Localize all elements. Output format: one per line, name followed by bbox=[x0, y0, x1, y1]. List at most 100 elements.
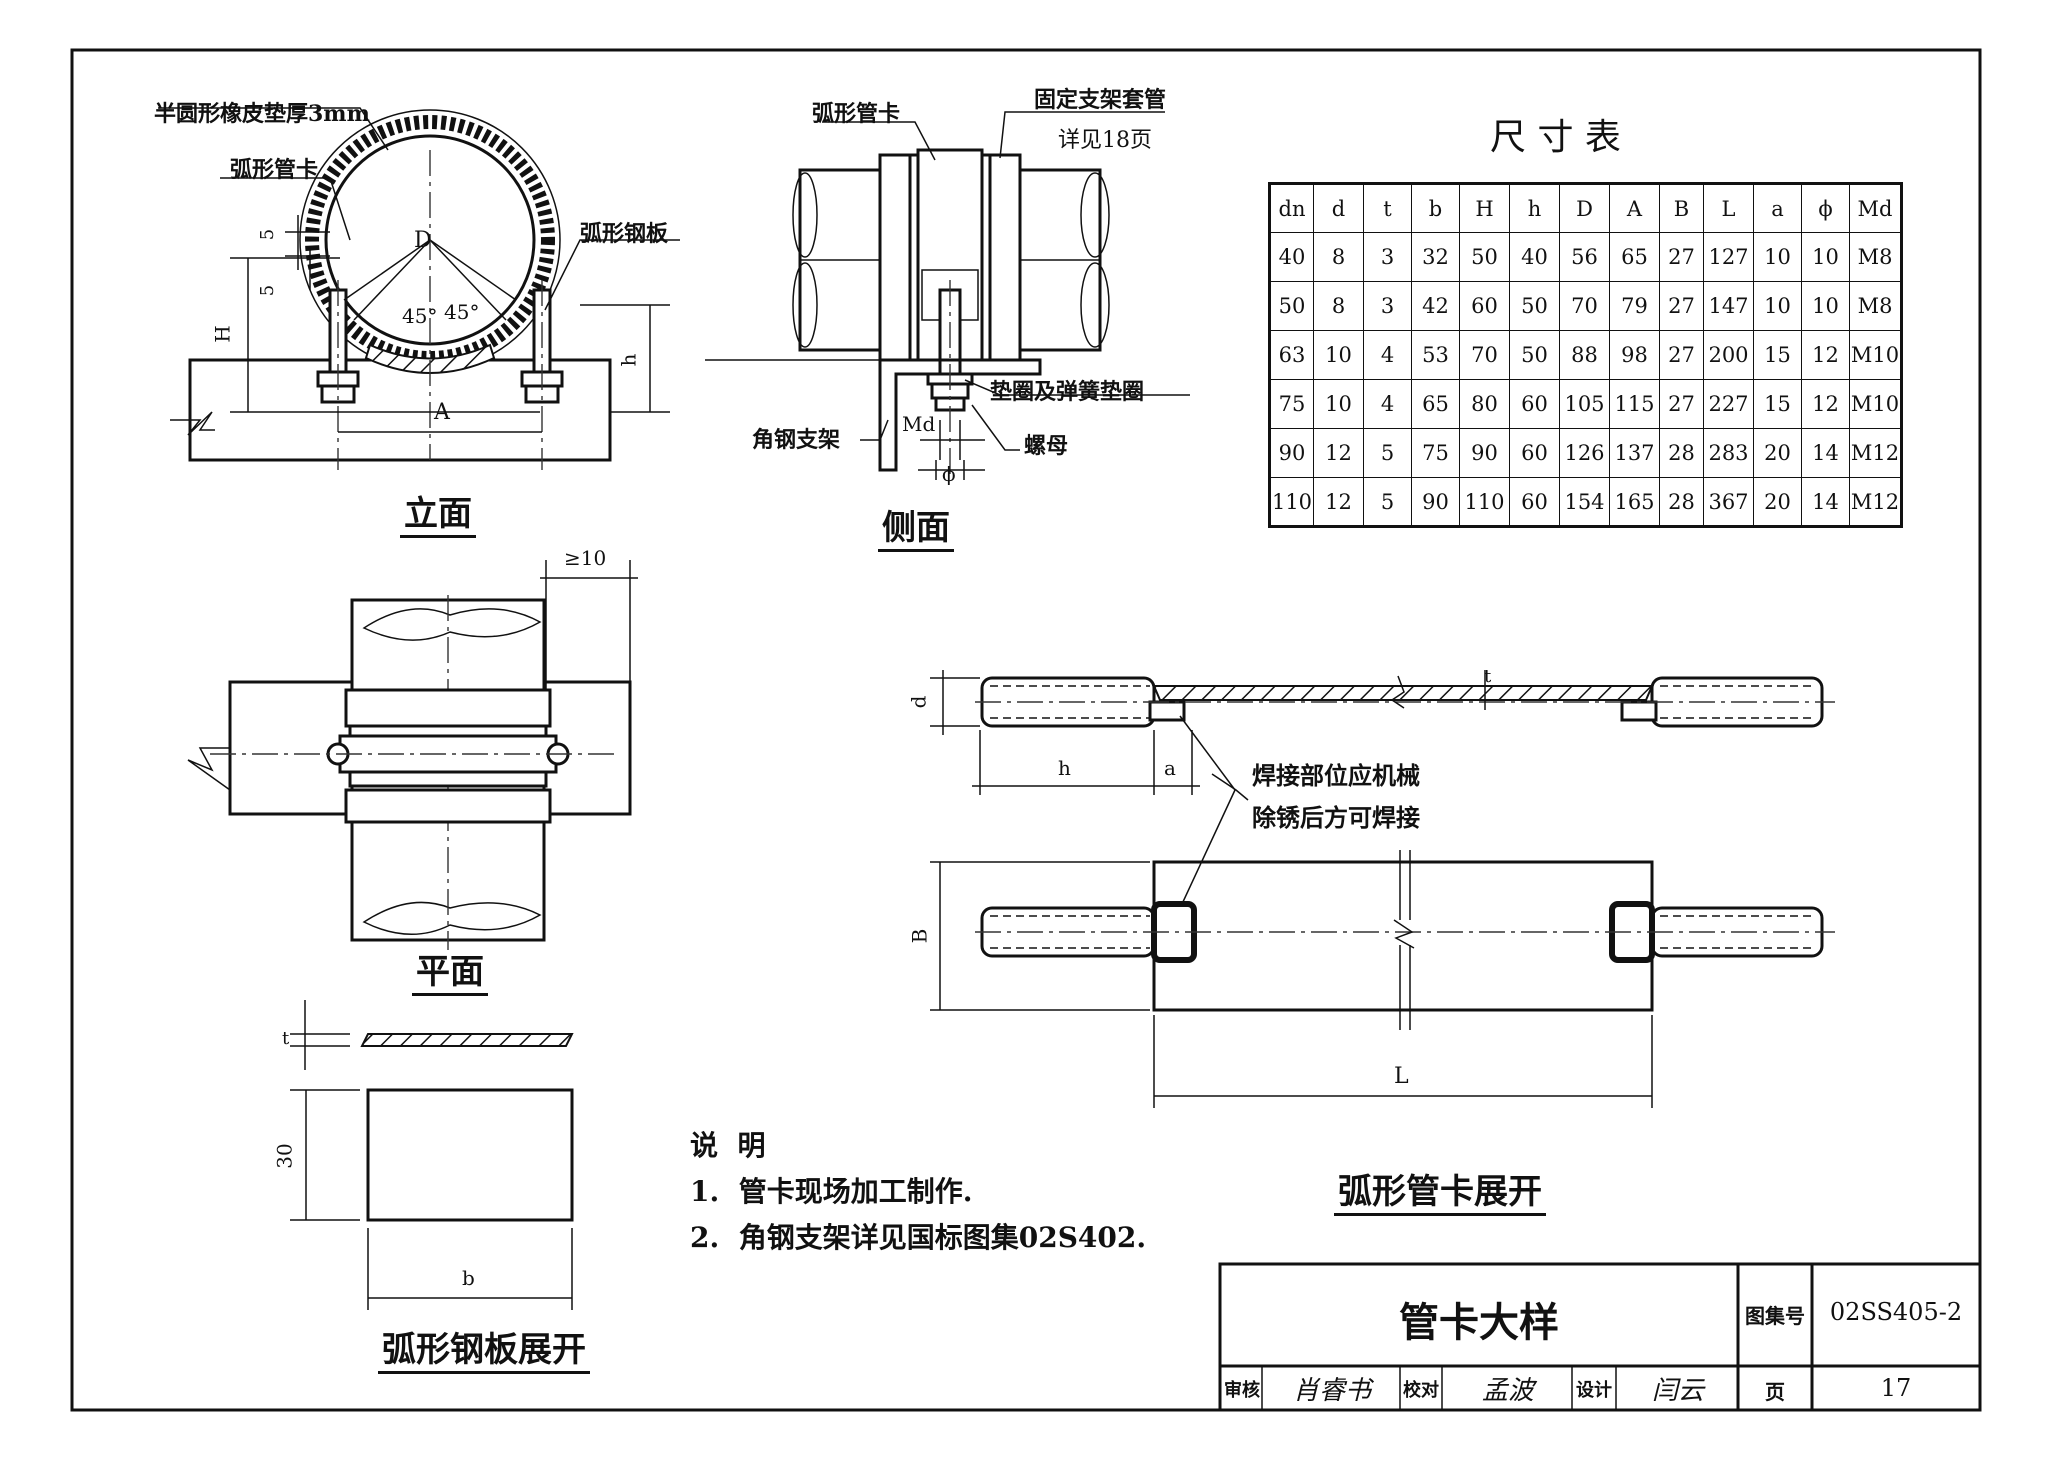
table-cell: 75 bbox=[1411, 428, 1460, 478]
table-cell: 10 bbox=[1801, 281, 1850, 331]
plan-sleeve-bottom bbox=[344, 788, 552, 824]
table-cell: 98 bbox=[1609, 330, 1660, 380]
table-cell: 8 bbox=[1313, 232, 1364, 282]
table-cell: 10 bbox=[1753, 281, 1802, 331]
elevation-break-mark bbox=[170, 411, 215, 436]
table-cell: M12 bbox=[1849, 477, 1902, 527]
table-header-cell: ϕ bbox=[1801, 183, 1850, 233]
table-cell: 79 bbox=[1609, 281, 1660, 331]
table-cell: M10 bbox=[1849, 379, 1902, 429]
table-cell: 65 bbox=[1609, 232, 1660, 282]
table-cell: 12 bbox=[1313, 428, 1364, 478]
clamp-unfold-title: 弧形管卡展开 bbox=[1334, 1164, 1546, 1216]
table-cell: 50 bbox=[1269, 281, 1314, 331]
table-cell: 137 bbox=[1609, 428, 1660, 478]
angle-right: 45° bbox=[444, 300, 480, 324]
side-angle-steel bbox=[878, 358, 1042, 472]
table-cell: 154 bbox=[1559, 477, 1610, 527]
atlas-number: 02SS405-2 bbox=[1829, 1298, 1963, 1326]
table-header-cell: B bbox=[1659, 183, 1704, 233]
table-cell: 15 bbox=[1753, 379, 1802, 429]
note-1: 1. 管卡现场加工制作. bbox=[690, 1175, 973, 1208]
dim-h-elev: h bbox=[616, 353, 641, 367]
side-title: 侧面 bbox=[878, 500, 954, 552]
dim-t-unfold: t bbox=[1484, 666, 1492, 687]
table-cell: 28 bbox=[1659, 477, 1704, 527]
table-header-cell: a bbox=[1753, 183, 1802, 233]
table-cell: 15 bbox=[1753, 330, 1802, 380]
dim-phi: ϕ bbox=[942, 462, 956, 486]
table-cell: 70 bbox=[1559, 281, 1610, 331]
table-cell: 60 bbox=[1459, 281, 1510, 331]
table-header-cell: dn bbox=[1269, 183, 1314, 233]
dim-30: 30 bbox=[272, 1143, 297, 1169]
table-header-cell: D bbox=[1559, 183, 1610, 233]
elevation-arc-plate bbox=[364, 343, 496, 374]
sig-design: 闫云 bbox=[1651, 1376, 1704, 1406]
table-cell: 28 bbox=[1659, 428, 1704, 478]
sig-check: 孟波 bbox=[1481, 1376, 1534, 1406]
plate-unfold-view bbox=[290, 1000, 574, 1310]
dim-B: B bbox=[907, 928, 932, 944]
table-cell: 65 bbox=[1411, 379, 1460, 429]
dim-D: D bbox=[414, 228, 432, 253]
table-title: 尺 寸 表 bbox=[1490, 117, 1621, 158]
label-rubber-pad: 半圆形橡皮垫厚3mm bbox=[154, 101, 370, 127]
table-header-cell: t bbox=[1363, 183, 1412, 233]
table-cell: 200 bbox=[1703, 330, 1754, 380]
table-cell: 27 bbox=[1659, 330, 1704, 380]
page-label: 页 bbox=[1765, 1380, 1785, 1404]
table-cell: 12 bbox=[1801, 330, 1850, 380]
table-cell: 90 bbox=[1411, 477, 1460, 527]
table-cell: 63 bbox=[1269, 330, 1314, 380]
page-number: 17 bbox=[1880, 1374, 1912, 1402]
dim-L: L bbox=[1394, 1064, 1409, 1089]
table-cell: 53 bbox=[1411, 330, 1460, 380]
label-sleeve-1: 固定支架套管 bbox=[1034, 87, 1167, 113]
table-cell: 27 bbox=[1659, 379, 1704, 429]
dim-Md: Md bbox=[902, 412, 936, 436]
table-cell: 40 bbox=[1269, 232, 1314, 282]
table-cell: 60 bbox=[1509, 428, 1560, 478]
table-header-cell: L bbox=[1703, 183, 1754, 233]
table-cell: 10 bbox=[1753, 232, 1802, 282]
table-cell: 110 bbox=[1269, 477, 1314, 527]
dim-5-top: 5 bbox=[257, 228, 279, 241]
table-cell: 14 bbox=[1801, 477, 1850, 527]
table-header-cell: A bbox=[1609, 183, 1660, 233]
table-cell: 115 bbox=[1609, 379, 1660, 429]
table-cell: 56 bbox=[1559, 232, 1610, 282]
plate-rect bbox=[366, 1088, 574, 1222]
table-cell: 40 bbox=[1509, 232, 1560, 282]
label-arc-plate: 弧形钢板 bbox=[580, 221, 669, 247]
label-nut: 螺母 bbox=[1024, 433, 1069, 459]
table-cell: M8 bbox=[1849, 281, 1902, 331]
table-cell: 110 bbox=[1459, 477, 1510, 527]
table-header-cell: H bbox=[1459, 183, 1510, 233]
table-cell: 50 bbox=[1509, 281, 1560, 331]
table-cell: 32 bbox=[1411, 232, 1460, 282]
table-cell: 5 bbox=[1363, 477, 1412, 527]
table-cell: 367 bbox=[1703, 477, 1754, 527]
table-cell: 42 bbox=[1411, 281, 1460, 331]
table-cell: 27 bbox=[1659, 281, 1704, 331]
dim-A: A bbox=[434, 400, 450, 425]
drawing-title: 管卡大样 bbox=[1399, 1299, 1559, 1346]
check-label: 校对 bbox=[1403, 1380, 1439, 1401]
table-header-cell: Md bbox=[1849, 183, 1902, 233]
plan-title: 平面 bbox=[412, 944, 488, 996]
table-cell: 3 bbox=[1363, 281, 1412, 331]
table-cell: 12 bbox=[1801, 379, 1850, 429]
table-cell: 227 bbox=[1703, 379, 1754, 429]
plan-sleeve-top bbox=[344, 688, 552, 728]
dim-gap: ≥10 bbox=[564, 546, 607, 570]
table-cell: 283 bbox=[1703, 428, 1754, 478]
table-cell: 105 bbox=[1559, 379, 1610, 429]
weld-note-2: 除锈后方可焊接 bbox=[1252, 803, 1420, 832]
label-washer: 垫圈及弹簧垫圈 bbox=[990, 379, 1145, 405]
